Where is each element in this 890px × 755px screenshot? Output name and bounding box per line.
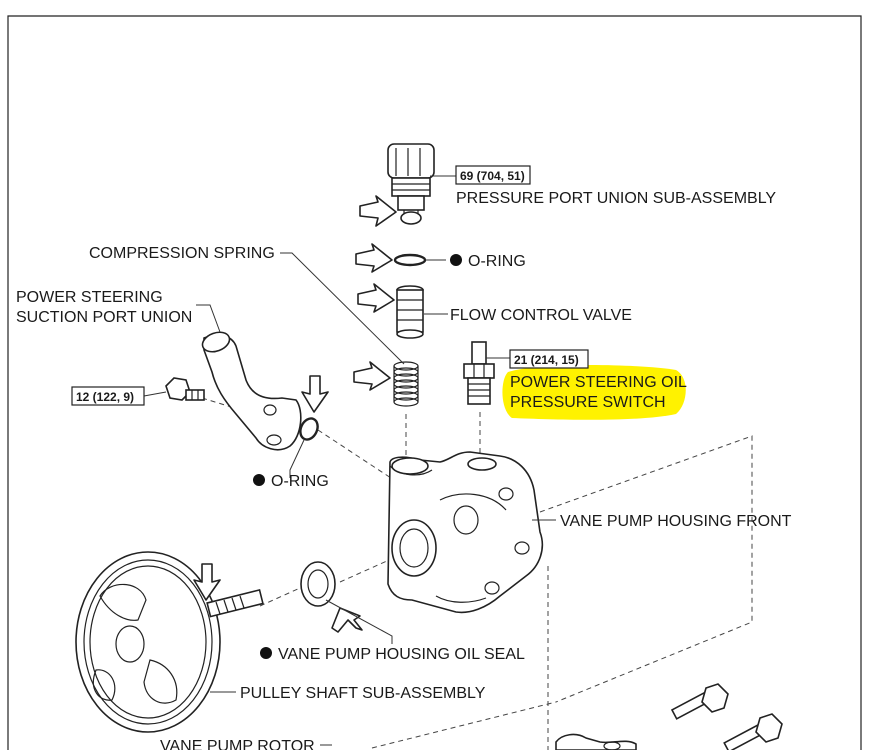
torque-box-pressure-switch: 21 (214, 15) <box>509 349 589 369</box>
label-oil-seal: VANE PUMP HOUSING OIL SEAL <box>278 646 525 663</box>
torque-spec-suction-bolt: 12 (122, 9) <box>76 390 134 404</box>
oil-seal-part <box>300 561 336 607</box>
new-part-icon <box>450 254 462 266</box>
label-compression-spring: COMPRESSION SPRING <box>89 245 275 262</box>
label-vane-pump-rotor: VANE PUMP ROTOR <box>160 738 315 750</box>
arrow-icon <box>193 563 221 601</box>
arrow-icon <box>301 375 329 413</box>
label-o-ring-top: O-RING <box>468 253 526 270</box>
fluid-arrow-icons <box>193 195 397 633</box>
label-suction-port-line1: POWER STEERING <box>16 289 163 306</box>
arrow-icon <box>355 243 393 273</box>
label-flow-control-valve: FLOW CONTROL VALVE <box>450 307 632 324</box>
mounting-bolts-part <box>555 683 783 753</box>
torque-box-pressure-port: 69 (704, 51) <box>455 165 531 185</box>
suction-bolt-part <box>165 377 205 401</box>
arrow-icon <box>353 361 391 391</box>
label-suction-port-line2: SUCTION PORT UNION <box>16 309 192 326</box>
arrow-icon <box>357 283 395 313</box>
new-part-icon <box>253 474 265 486</box>
label-pulley-shaft: PULLEY SHAFT SUB-ASSEMBLY <box>240 685 486 702</box>
label-o-ring-left: O-RING <box>271 473 329 490</box>
arrow-icon <box>359 195 397 227</box>
compression-spring-part <box>393 361 419 407</box>
label-pressure-switch-line1: POWER STEERING OIL <box>510 374 687 391</box>
pulley-part <box>75 551 264 733</box>
leader-lines <box>143 175 556 746</box>
label-pressure-port-union: PRESSURE PORT UNION SUB-ASSEMBLY <box>456 190 776 207</box>
page-border <box>7 15 862 750</box>
flow-control-valve-part <box>396 285 424 339</box>
torque-box-suction-bolt: 12 (122, 9) <box>71 386 145 406</box>
o-ring-top-part <box>393 253 427 267</box>
suction-port-union-part <box>201 331 302 451</box>
vane-pump-housing-part <box>387 451 544 614</box>
label-pressure-switch-line2: PRESSURE SWITCH <box>510 394 666 411</box>
new-part-icon <box>260 647 272 659</box>
torque-spec-pressure-switch: 21 (214, 15) <box>514 353 579 367</box>
pressure-switch-part <box>463 341 495 405</box>
label-vane-pump-housing-front: VANE PUMP HOUSING FRONT <box>560 513 792 530</box>
highlight-mark <box>502 365 686 420</box>
torque-spec-pressure-port: 69 (704, 51) <box>460 169 525 183</box>
o-ring-left-part <box>299 417 319 441</box>
pressure-port-union-part <box>387 143 435 225</box>
